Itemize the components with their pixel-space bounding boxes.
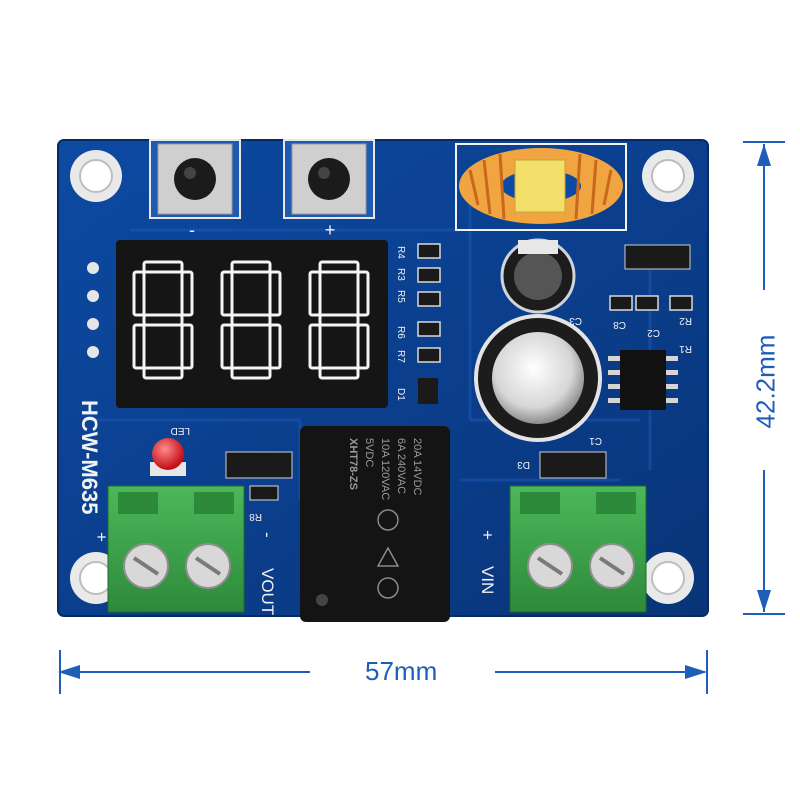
small-capacitor [500,238,576,314]
output-minus-label: - [258,532,277,538]
output-plus-label: + [92,532,111,542]
digit-segment [268,270,282,317]
relay [300,426,450,622]
display-digit [308,260,370,380]
ref-r7: R7 [395,350,406,363]
digit-segment [220,270,234,317]
ref-r3: R3 [395,268,406,281]
ref-r4: R4 [395,246,406,259]
led-label: LED [171,425,190,436]
ref-c3: C3 [569,315,582,326]
digit-segment [142,313,184,327]
transistor-d1 [418,378,438,404]
ref-r5: R5 [395,290,406,303]
ref-c1: C1 [589,435,602,446]
digit-segment [268,323,282,370]
output-terminal-block [107,485,245,613]
mounting-hole-top-left [70,150,122,202]
digit-segment [142,366,184,380]
button-plus-label: + [325,220,336,240]
relay-coil: 5VDC [363,438,375,467]
ref-c2: C2 [647,327,660,338]
digit-segment [308,270,322,317]
display-digit [220,260,282,380]
ref-r1: R1 [679,343,692,354]
digit-segment [230,366,272,380]
relay-rating-1: 10A 120VAC [379,438,391,500]
digit-segment [308,323,322,370]
input-terminal-block [509,485,647,613]
digit-segment [220,323,234,370]
digit-segment [318,313,360,327]
mounting-hole-top-right [642,150,694,202]
digit-segment [318,260,360,274]
digit-segment [132,270,146,317]
ref-c8: C8 [613,319,626,330]
ref-d1: D1 [395,388,406,401]
mounting-hole-bottom-right [642,552,694,604]
plus-push-button [283,139,375,219]
ref-r2: R2 [679,315,692,326]
output-label: VOUT [258,568,277,615]
digit-segment [142,260,184,274]
digit-segment [180,270,194,317]
display-digit [132,260,194,380]
toroidal-inductor [455,143,627,231]
ref-r6: R6 [395,326,406,339]
digit-segment [230,260,272,274]
digit-segment [318,366,360,380]
relay-model: XHT78-ZS [347,438,359,490]
relay-rating-3: 20A 14VDC [411,438,423,496]
digit-segment [230,313,272,327]
model-label: HCW-M635 [77,400,102,514]
digit-segment [132,323,146,370]
input-plus-label: + [478,530,497,540]
digit-segment [356,323,370,370]
input-label: VIN [478,566,497,594]
status-led [150,438,186,476]
large-capacitor [474,314,602,442]
ref-d3: D3 [517,459,530,470]
ic-chip [608,350,678,410]
digit-segment [180,323,194,370]
ref-r8: R8 [249,511,262,522]
width-label: 57mm [365,656,438,686]
digit-segment [356,270,370,317]
button-minus-label: - [189,220,195,240]
relay-rating-2: 6A 240VAC [395,438,407,494]
minus-push-button [149,139,241,219]
relay-certification-marks [376,509,400,599]
